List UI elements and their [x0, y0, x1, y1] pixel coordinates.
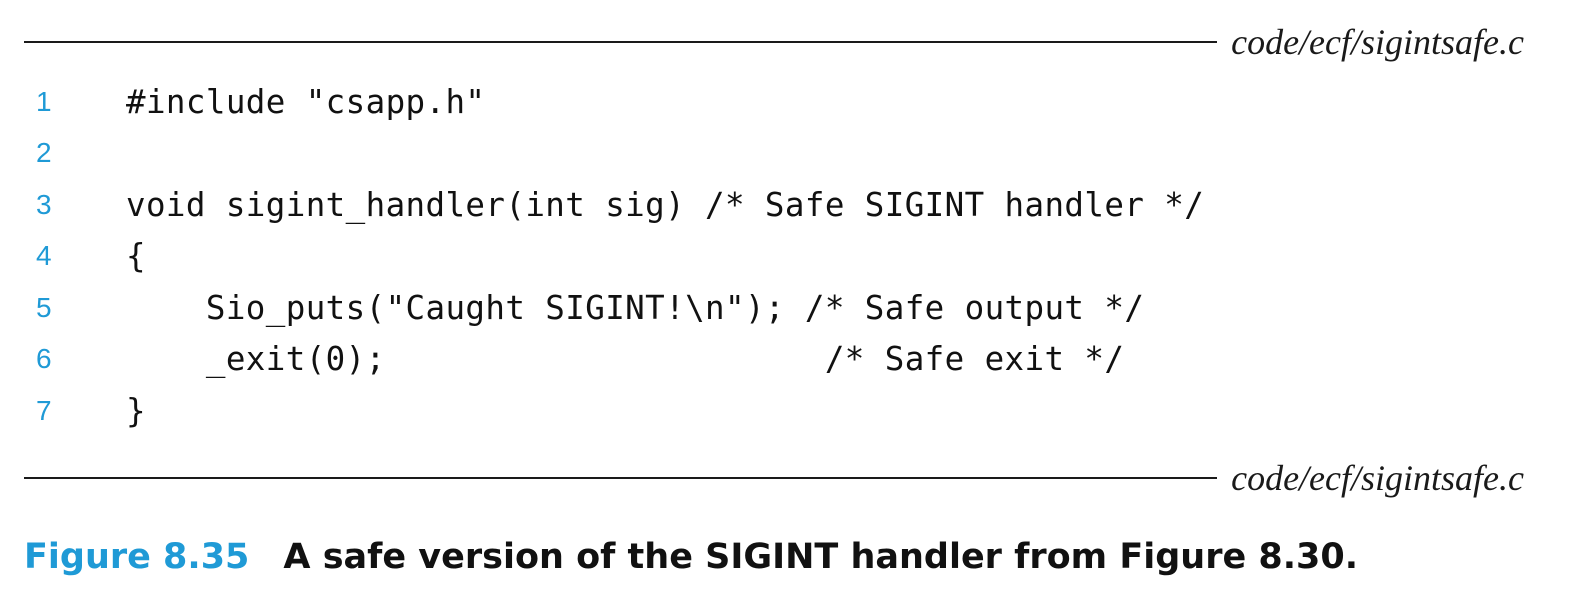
line-number: 7	[36, 394, 52, 426]
figure-caption: Figure 8.35 A safe version of the SIGINT…	[24, 527, 1358, 587]
code-line: 5 Sio_puts("Caught SIGINT!\n"); /* Safe …	[0, 282, 1578, 334]
code-line: 2	[0, 128, 1578, 180]
code-footer: code/ecf/sigintsafe.c	[24, 456, 1524, 500]
figure-number: Figure 8.35	[24, 537, 250, 577]
line-number: 2	[36, 137, 52, 169]
header-rule	[24, 41, 1218, 43]
line-number: 3	[36, 188, 52, 220]
line-code: Sio_puts("Caught SIGINT!\n"); /* Safe ou…	[126, 288, 1145, 327]
code-line: 6 _exit(0); /* Safe exit */	[0, 334, 1578, 386]
code-header: code/ecf/sigintsafe.c	[24, 20, 1524, 64]
line-number: 6	[36, 343, 52, 375]
figure-caption-text: A safe version of the SIGINT handler fro…	[283, 537, 1359, 577]
code-line: 3 void sigint_handler(int sig) /* Safe S…	[0, 179, 1578, 231]
line-code: _exit(0); /* Safe exit */	[126, 340, 1125, 379]
code-listing: 1 #include "csapp.h" 2 3 void sigint_han…	[0, 76, 1578, 437]
line-number: 5	[36, 291, 52, 323]
line-code: {	[126, 237, 146, 276]
code-line: 4 {	[0, 231, 1578, 283]
line-code: #include "csapp.h"	[126, 82, 486, 121]
line-number: 4	[36, 240, 52, 272]
header-file-label: code/ecf/sigintsafe.c	[1231, 22, 1524, 62]
line-code: void sigint_handler(int sig) /* Safe SIG…	[126, 185, 1205, 224]
code-line: 7 }	[0, 385, 1578, 437]
code-line: 1 #include "csapp.h"	[0, 76, 1578, 128]
footer-file-label: code/ecf/sigintsafe.c	[1231, 458, 1524, 498]
line-number: 1	[36, 85, 52, 117]
footer-rule	[24, 477, 1218, 479]
line-code: }	[126, 391, 146, 430]
